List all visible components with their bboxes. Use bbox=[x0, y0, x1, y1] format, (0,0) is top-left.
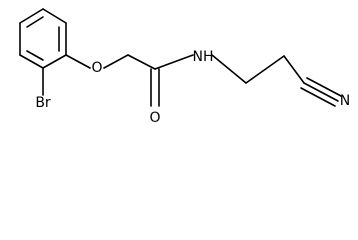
nitrile-nitrogen-label: N bbox=[340, 93, 350, 109]
bond-ring-to-ether-o bbox=[65, 54, 91, 69]
ring-bond-4 bbox=[42, 54, 67, 69]
ring-double-bond-bottom bbox=[26, 50, 44, 61]
molecule-diagram: O O NH N Br bbox=[19, 8, 350, 126]
ring-double-bond-top bbox=[26, 16, 44, 28]
bond-ether-o-to-ch2 bbox=[103, 54, 129, 69]
benzene-ring bbox=[19, 8, 67, 69]
amide-nh-label: NH bbox=[193, 49, 214, 65]
bond-nh-to-ch2 bbox=[211, 54, 247, 84]
chemical-structure-canvas: O O NH N Br bbox=[19, 8, 351, 126]
bond-carbonyl-c-to-nh bbox=[154, 54, 194, 70]
ring-bond-5 bbox=[19, 54, 44, 69]
bond-ch2-to-ch2 bbox=[245, 55, 285, 84]
bond-ch2-to-nitrile-c bbox=[283, 55, 305, 84]
ring-bond-2 bbox=[42, 8, 67, 24]
nitrile-bond-3 bbox=[306, 77, 342, 97]
ether-oxygen-label: O bbox=[91, 60, 102, 76]
nitrile-bond-2 bbox=[300, 87, 336, 107]
bromine-label: Br bbox=[35, 95, 51, 111]
bond-ch2-to-carbonyl-c bbox=[127, 54, 156, 70]
nitrile-bond-1 bbox=[303, 82, 339, 102]
ring-bond-1 bbox=[19, 8, 44, 24]
carbonyl-oxygen-label: O bbox=[149, 110, 160, 126]
